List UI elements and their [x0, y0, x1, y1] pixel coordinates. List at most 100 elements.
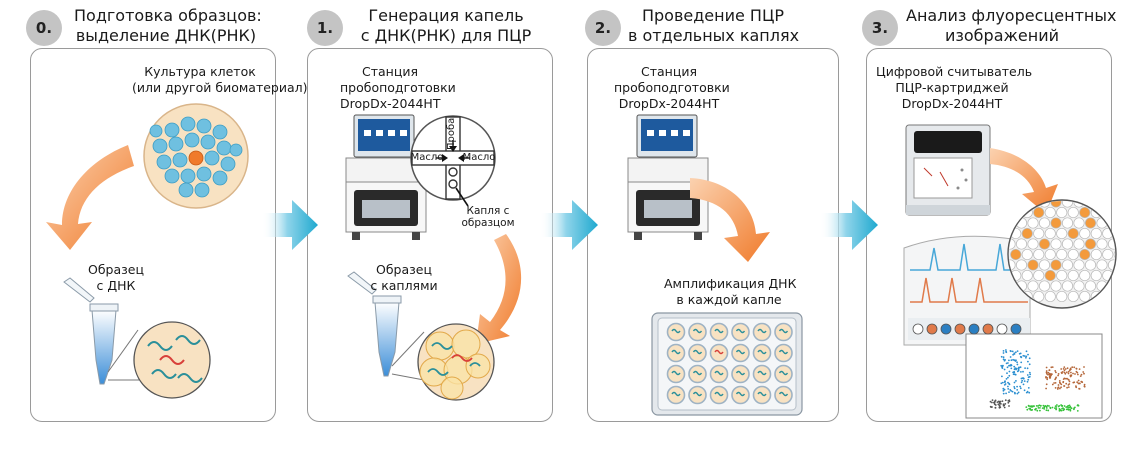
droplet-cell [1107, 259, 1115, 271]
step-1-badge: 1. [307, 10, 343, 46]
scatter-point [1076, 404, 1079, 407]
scatter-point [1064, 368, 1067, 370]
orange-arrow-3 [990, 148, 1058, 214]
scatter-point [1006, 366, 1009, 369]
orange-arrow-0 [46, 145, 134, 250]
dna-mark [692, 328, 703, 334]
scatter-point [1004, 403, 1007, 405]
scatter-point [1063, 369, 1066, 372]
scatter-point [998, 404, 1001, 407]
droplet-cell [1107, 238, 1115, 250]
scatter-point [1070, 407, 1073, 409]
scatter-point [1010, 367, 1013, 370]
scatter-point [1076, 410, 1079, 412]
droplet-cell [1067, 206, 1079, 219]
scatter-point [1048, 377, 1051, 379]
scatter-point [1007, 401, 1010, 404]
scatter-point [1079, 382, 1081, 385]
scatter-point [1066, 367, 1069, 370]
scatter-point [1018, 366, 1020, 369]
scatter-point [1004, 399, 1007, 402]
dna-mark [735, 349, 746, 355]
scatter-point [1006, 372, 1008, 375]
scatter-point [1061, 404, 1064, 407]
scatter-point [1058, 380, 1061, 382]
scatter-point [1027, 387, 1030, 389]
scatter-point [1002, 350, 1005, 352]
scatter-point [1016, 361, 1018, 364]
amplification-label: Амплификация ДНК в каждой капле [664, 276, 797, 307]
scatter-point [1038, 404, 1041, 407]
scatter-point [1002, 356, 1005, 359]
scatter-point [1063, 408, 1066, 411]
step-3-badge: 3. [862, 10, 898, 46]
droplet-label: Капля с образцом [461, 205, 515, 229]
scatter-point [1063, 371, 1066, 374]
scatter-point [1063, 405, 1066, 407]
scatter-point [1055, 408, 1058, 410]
scatter-point [1068, 379, 1070, 381]
scatter-point [989, 400, 992, 403]
strip-dot [982, 323, 994, 335]
scatter-point [1065, 408, 1068, 411]
scatter-point [1083, 372, 1085, 375]
scatter-point [1068, 380, 1071, 383]
scatter-point [1008, 374, 1011, 377]
dna-mark [714, 391, 724, 397]
dna-mark [692, 370, 703, 376]
scatter-point [1028, 375, 1031, 378]
scatter-point [1010, 363, 1012, 366]
scatter-point [1060, 409, 1063, 412]
scatter-point [1054, 405, 1057, 407]
droplet-cell [1096, 201, 1108, 208]
droplet-cell [1044, 248, 1056, 261]
flow-arrow-3 [820, 200, 878, 250]
scatter-point [1023, 355, 1026, 357]
dna-mark [671, 370, 681, 376]
scatter-point [1015, 380, 1017, 382]
scatter-point [1013, 365, 1016, 368]
droplet-cell [1061, 217, 1074, 229]
scatter-point [1020, 356, 1023, 359]
scatter-point [1045, 366, 1048, 369]
droplet-cell [1096, 238, 1108, 250]
droplet-cell [1027, 201, 1039, 208]
droplet-cell [1021, 269, 1033, 282]
scatter-point [1069, 409, 1072, 412]
scatter-point [1005, 350, 1007, 353]
scatter-point [1048, 405, 1050, 407]
droplet-cell [1113, 248, 1115, 261]
scatter-point [1025, 350, 1028, 353]
droplet-cell [1027, 259, 1039, 271]
scatter-point [1067, 384, 1070, 386]
scatter-point [1001, 381, 1004, 384]
scatter-point [1067, 386, 1070, 388]
station-label-2: Станция пробоподготовки DropDx-2044HT [614, 64, 730, 111]
droplet-cell [1010, 206, 1022, 219]
scatter-point [1014, 351, 1017, 354]
scatter-point [1018, 352, 1021, 355]
scatter-point [1027, 404, 1030, 407]
scatter-point [1005, 349, 1007, 351]
cartridge-wells [666, 322, 793, 405]
scatter-point [1045, 370, 1048, 372]
droplet-cell [1056, 269, 1068, 282]
scatter-point [1000, 364, 1003, 367]
droplet-cell [1033, 206, 1045, 219]
scatter-point [1080, 373, 1083, 376]
droplet-cell [1056, 206, 1068, 219]
droplet-cell [1027, 217, 1039, 229]
dna-mark [714, 349, 724, 355]
droplet-cell [1056, 227, 1068, 240]
droplet-cell [1050, 238, 1062, 250]
droplet-cell [1067, 227, 1079, 240]
scatter-point [1063, 366, 1066, 368]
scatter-point [1028, 391, 1031, 394]
droplet-cell [1009, 217, 1016, 229]
scatter-point [1026, 408, 1029, 411]
step-0-title: Подготовка образцов: выделение ДНК(РНК) [74, 6, 262, 45]
droplet-cell [1061, 201, 1074, 208]
droplet-cell [1010, 269, 1022, 282]
scatter-point [1000, 382, 1003, 385]
droplet-cell [1079, 248, 1091, 261]
